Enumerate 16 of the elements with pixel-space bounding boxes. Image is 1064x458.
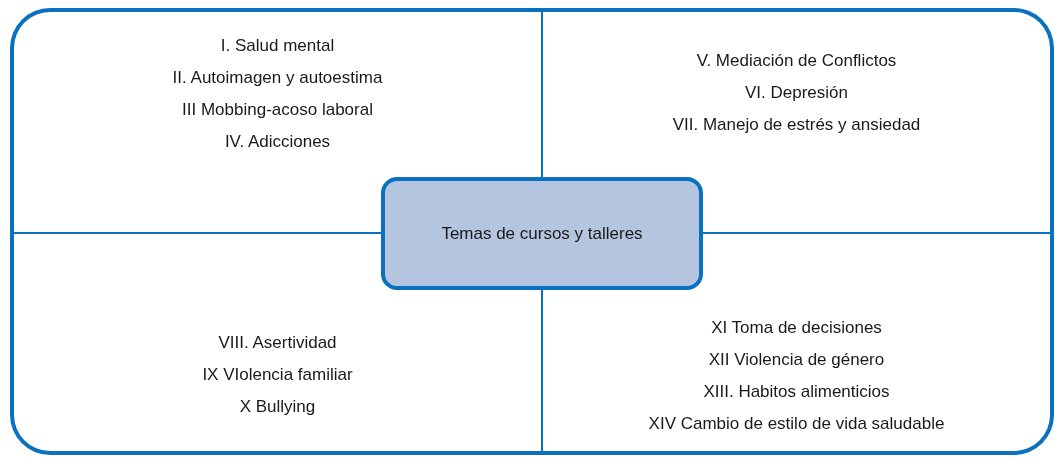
central-topic-box: [381, 177, 703, 290]
central-topic-label: Temas de cursos y talleres: [441, 222, 643, 245]
topic-item: VIII. Asertividad: [218, 332, 337, 354]
topic-item: IV. Adicciones: [224, 131, 331, 153]
topic-item: III Mobbing-acoso laboral: [182, 99, 373, 121]
topic-item: X Bullying: [239, 396, 316, 418]
topic-item: I. Salud mental: [220, 35, 335, 57]
topic-item: IX VIolencia familiar: [202, 364, 353, 386]
topic-item: II. Autoimagen y autoestima: [172, 67, 383, 89]
topic-item: XI Toma de decisiones: [711, 317, 882, 339]
topic-item: V. Mediación de Conflictos: [696, 50, 897, 72]
topic-item: XIII. Habitos alimenticios: [703, 381, 890, 403]
topic-item: XIV Cambio de estilo de vida saludable: [648, 413, 945, 435]
topic-item: VI. Depresión: [745, 82, 848, 104]
topic-item: VII. Manejo de estrés y ansiedad: [672, 114, 921, 136]
topic-item: XII Violencia de género: [708, 349, 885, 371]
